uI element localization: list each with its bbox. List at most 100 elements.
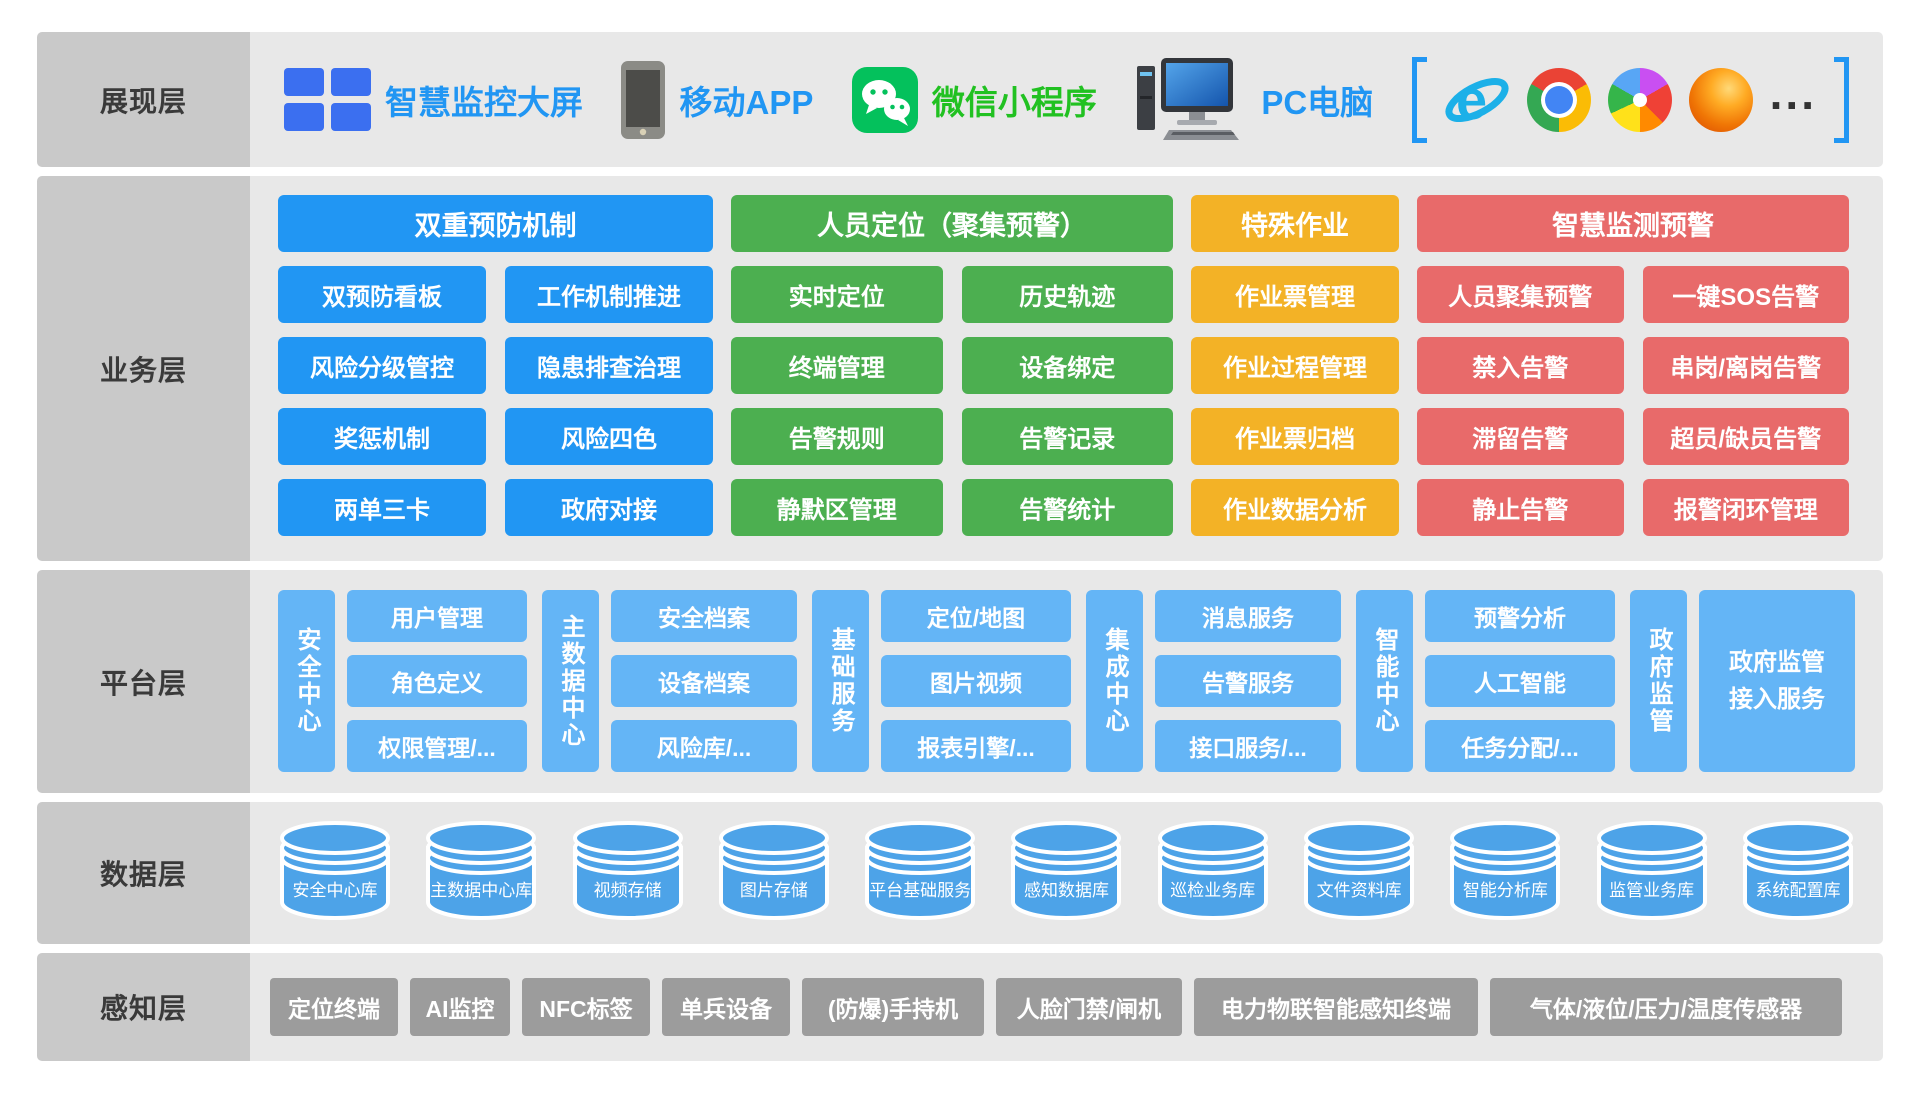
perception-device: 气体/液位/压力/温度传感器: [1490, 978, 1842, 1036]
database-label: 巡检业务库: [1170, 881, 1256, 900]
business-group-header: 特殊作业: [1191, 195, 1399, 252]
business-cell: 工作机制推进: [505, 266, 713, 323]
business-cell: 告警规则: [731, 408, 943, 465]
database-label: 图片存储: [739, 881, 808, 900]
business-group-dual-prevention: 双重预防机制 双预防看板工作机制推进 风险分级管控隐患排查治理 奖惩机制风险四色…: [278, 195, 713, 542]
cylinder-icon: [718, 821, 829, 920]
cylinder-icon: [572, 821, 683, 920]
platform-tab: 政府监管: [1630, 590, 1687, 772]
bracket-open-icon: [1411, 56, 1427, 143]
database-cylinder: 平台基础服务: [859, 816, 981, 930]
platform-big-box: 政府监管 接入服务: [1699, 590, 1855, 772]
presentation-item-label: 移动APP: [679, 83, 814, 121]
layer-label-data: 数据层: [37, 802, 250, 944]
platform-item: 图片视频: [881, 655, 1071, 707]
layer-perception: 感知层 定位终端 AI监控 NFC标签 单兵设备 (防爆)手持机 人脸门禁/闸机…: [37, 953, 1883, 1061]
layer-label-platform: 平台层: [37, 570, 250, 793]
business-group-header: 智慧监测预警: [1417, 195, 1849, 252]
cylinder-icon: [1450, 821, 1561, 920]
platform-group-government-supervision: 政府监管 政府监管 接入服务: [1630, 590, 1855, 772]
database-cylinder: 视频存储: [567, 816, 689, 930]
business-cell: 静止告警: [1417, 479, 1624, 536]
database-cylinder: 感知数据库: [1005, 816, 1127, 930]
business-group-header: 双重预防机制: [278, 195, 713, 252]
presentation-item-dashboard: 智慧监控大屏: [284, 68, 583, 131]
platform-tab: 主数据中心: [542, 590, 599, 772]
presentation-item-pc: PC电脑: [1135, 57, 1373, 142]
cylinder-icon: [1157, 821, 1268, 920]
platform-item: 用户管理: [347, 590, 527, 642]
cylinder-icon: [280, 821, 390, 920]
business-group-header: 人员定位（聚集预警）: [731, 195, 1173, 252]
platform-item: 安全档案: [611, 590, 797, 642]
perception-device: 人脸门禁/闸机: [996, 978, 1182, 1036]
business-cell: 双预防看板: [278, 266, 486, 323]
ie-browser-icon: e: [1445, 68, 1509, 131]
data-content: 安全中心库 主数据中心库 视频存储: [250, 802, 1883, 944]
business-cell: 禁入告警: [1417, 337, 1624, 394]
database-label: 平台基础服务: [869, 881, 972, 900]
perception-device: NFC标签: [522, 978, 650, 1036]
layer-data: 数据层 安全中心库 主数据中心库: [37, 802, 1883, 944]
desktop-computer-icon: [1137, 57, 1240, 140]
database-cylinder: 巡检业务库: [1152, 816, 1274, 930]
cylinder-icon: [1596, 821, 1707, 920]
platform-item: 告警服务: [1155, 655, 1341, 707]
platform-group-basic-services: 基础服务 定位/地图 图片视频 报表引擎/...: [812, 590, 1071, 772]
platform-tab: 智能中心: [1356, 590, 1413, 772]
layer-label-presentation: 展现层: [37, 32, 250, 167]
business-content: 双重预防机制 双预防看板工作机制推进 风险分级管控隐患排查治理 奖惩机制风险四色…: [250, 176, 1883, 561]
business-cell: 作业票归档: [1191, 408, 1399, 465]
layer-label-business: 业务层: [37, 176, 250, 561]
presentation-item-mobile-app: 移动APP: [621, 60, 814, 139]
business-cell: 风险四色: [505, 408, 713, 465]
mobile-phone-icon: [621, 60, 666, 139]
business-cell: 报警闭环管理: [1642, 479, 1849, 536]
database-cylinder: 监管业务库: [1591, 816, 1713, 930]
platform-item: 角色定义: [347, 655, 527, 707]
business-cell: 终端管理: [731, 337, 943, 394]
business-cell: 作业数据分析: [1191, 479, 1399, 536]
database-cylinder: 文件资料库: [1298, 816, 1420, 930]
platform-item: 接口服务/...: [1155, 720, 1341, 772]
business-cell: 串岗/离岗告警: [1642, 337, 1849, 394]
presentation-content: 智慧监控大屏 移动APP: [250, 32, 1883, 167]
perception-device: AI监控: [410, 978, 510, 1036]
perception-device: 定位终端: [270, 978, 398, 1036]
database-label: 系统配置库: [1755, 881, 1841, 900]
business-cell: 作业过程管理: [1191, 337, 1399, 394]
layer-label-perception: 感知层: [37, 953, 250, 1061]
business-cell: 人员聚集预警: [1417, 266, 1624, 323]
business-cell: 作业票管理: [1191, 266, 1399, 323]
business-cell: 设备绑定: [961, 337, 1173, 394]
platform-item: 任务分配/...: [1425, 720, 1615, 772]
svg-text:e: e: [1456, 68, 1487, 131]
database-cylinder: 安全中心库: [274, 816, 396, 930]
database-cylinder: 系统配置库: [1737, 816, 1859, 930]
platform-item: 定位/地图: [881, 590, 1071, 642]
cylinder-icon: [1011, 821, 1122, 920]
platform-tab: 集成中心: [1086, 590, 1143, 772]
business-cell: 历史轨迹: [961, 266, 1173, 323]
cylinder-icon: [1742, 821, 1853, 920]
platform-item: 权限管理/...: [347, 720, 527, 772]
layer-business: 业务层 双重预防机制 双预防看板工作机制推进 风险分级管控隐患排查治理 奖惩机制…: [37, 176, 1883, 561]
platform-big-box-line2: 接入服务: [1729, 686, 1825, 713]
cylinder-icon: [426, 821, 537, 920]
dashboard-icon: [284, 68, 371, 131]
platform-tab: 基础服务: [812, 590, 869, 772]
browser-list: e ...: [1411, 56, 1849, 143]
business-cell: 静默区管理: [731, 479, 943, 536]
bracket-close-icon: [1833, 56, 1849, 143]
presentation-item-label: 微信小程序: [931, 83, 1097, 121]
business-cell: 政府对接: [505, 479, 713, 536]
presentation-item-wechat-miniprogram: 微信小程序: [851, 66, 1097, 133]
platform-group-security-center: 安全中心 用户管理 角色定义 权限管理/...: [278, 590, 527, 772]
colorwheel-browser-icon: [1607, 67, 1672, 132]
business-cell: 告警统计: [961, 479, 1173, 536]
business-cell: 奖惩机制: [278, 408, 486, 465]
database-label: 主数据中心库: [430, 881, 533, 900]
platform-group-master-data-center: 主数据中心 安全档案 设备档案 风险库/...: [542, 590, 797, 772]
platform-item: 风险库/...: [611, 720, 797, 772]
perception-device: (防爆)手持机: [802, 978, 984, 1036]
